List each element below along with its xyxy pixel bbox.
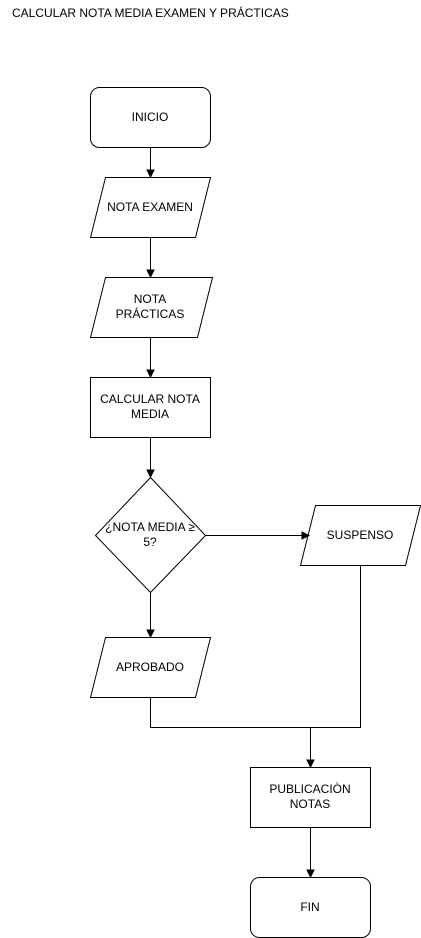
arrow-merge-to-publicacion <box>306 727 315 769</box>
arrow-calcular-to-decision <box>146 437 155 479</box>
label-publicacion-notas: PUBLICACIÒN NOTAS <box>269 782 351 811</box>
label-suspenso: SUSPENSO <box>326 527 394 542</box>
arrow-nota-examen-to-nota-practicas <box>146 237 155 279</box>
arrow-publicacion-to-fin <box>306 827 315 879</box>
label-decision: ¿NOTA MEDIA ≥ 5? <box>105 520 195 549</box>
input-nota-practicas <box>89 277 214 338</box>
label-aprobado: APROBADO <box>115 659 184 674</box>
process-publicacion-notas <box>250 767 371 828</box>
input-nota-examen <box>89 177 212 238</box>
line-aprobado-to-merge <box>150 697 311 728</box>
line-suspenso-to-merge <box>310 565 361 728</box>
label-nota-practicas: NOTA PRÁCTICAS <box>115 292 185 321</box>
label-calcular-nota-media: CALCULAR NOTA MEDIA <box>100 392 200 421</box>
label-nota-examen: NOTA EXAMEN <box>107 199 193 214</box>
arrow-decision-to-suspenso <box>205 531 311 540</box>
page-title: CALCULAR NOTA MEDIA EXAMEN Y PRÁCTICAS <box>12 6 289 20</box>
output-suspenso <box>299 505 421 566</box>
arrow-nota-practicas-to-calcular <box>146 337 155 379</box>
output-aprobado <box>89 637 212 698</box>
arrow-decision-to-aprobado <box>146 592 155 639</box>
label-fin: FIN <box>300 899 320 914</box>
arrow-inicio-to-nota-examen <box>146 147 155 179</box>
label-inicio: INICIO <box>131 109 169 124</box>
